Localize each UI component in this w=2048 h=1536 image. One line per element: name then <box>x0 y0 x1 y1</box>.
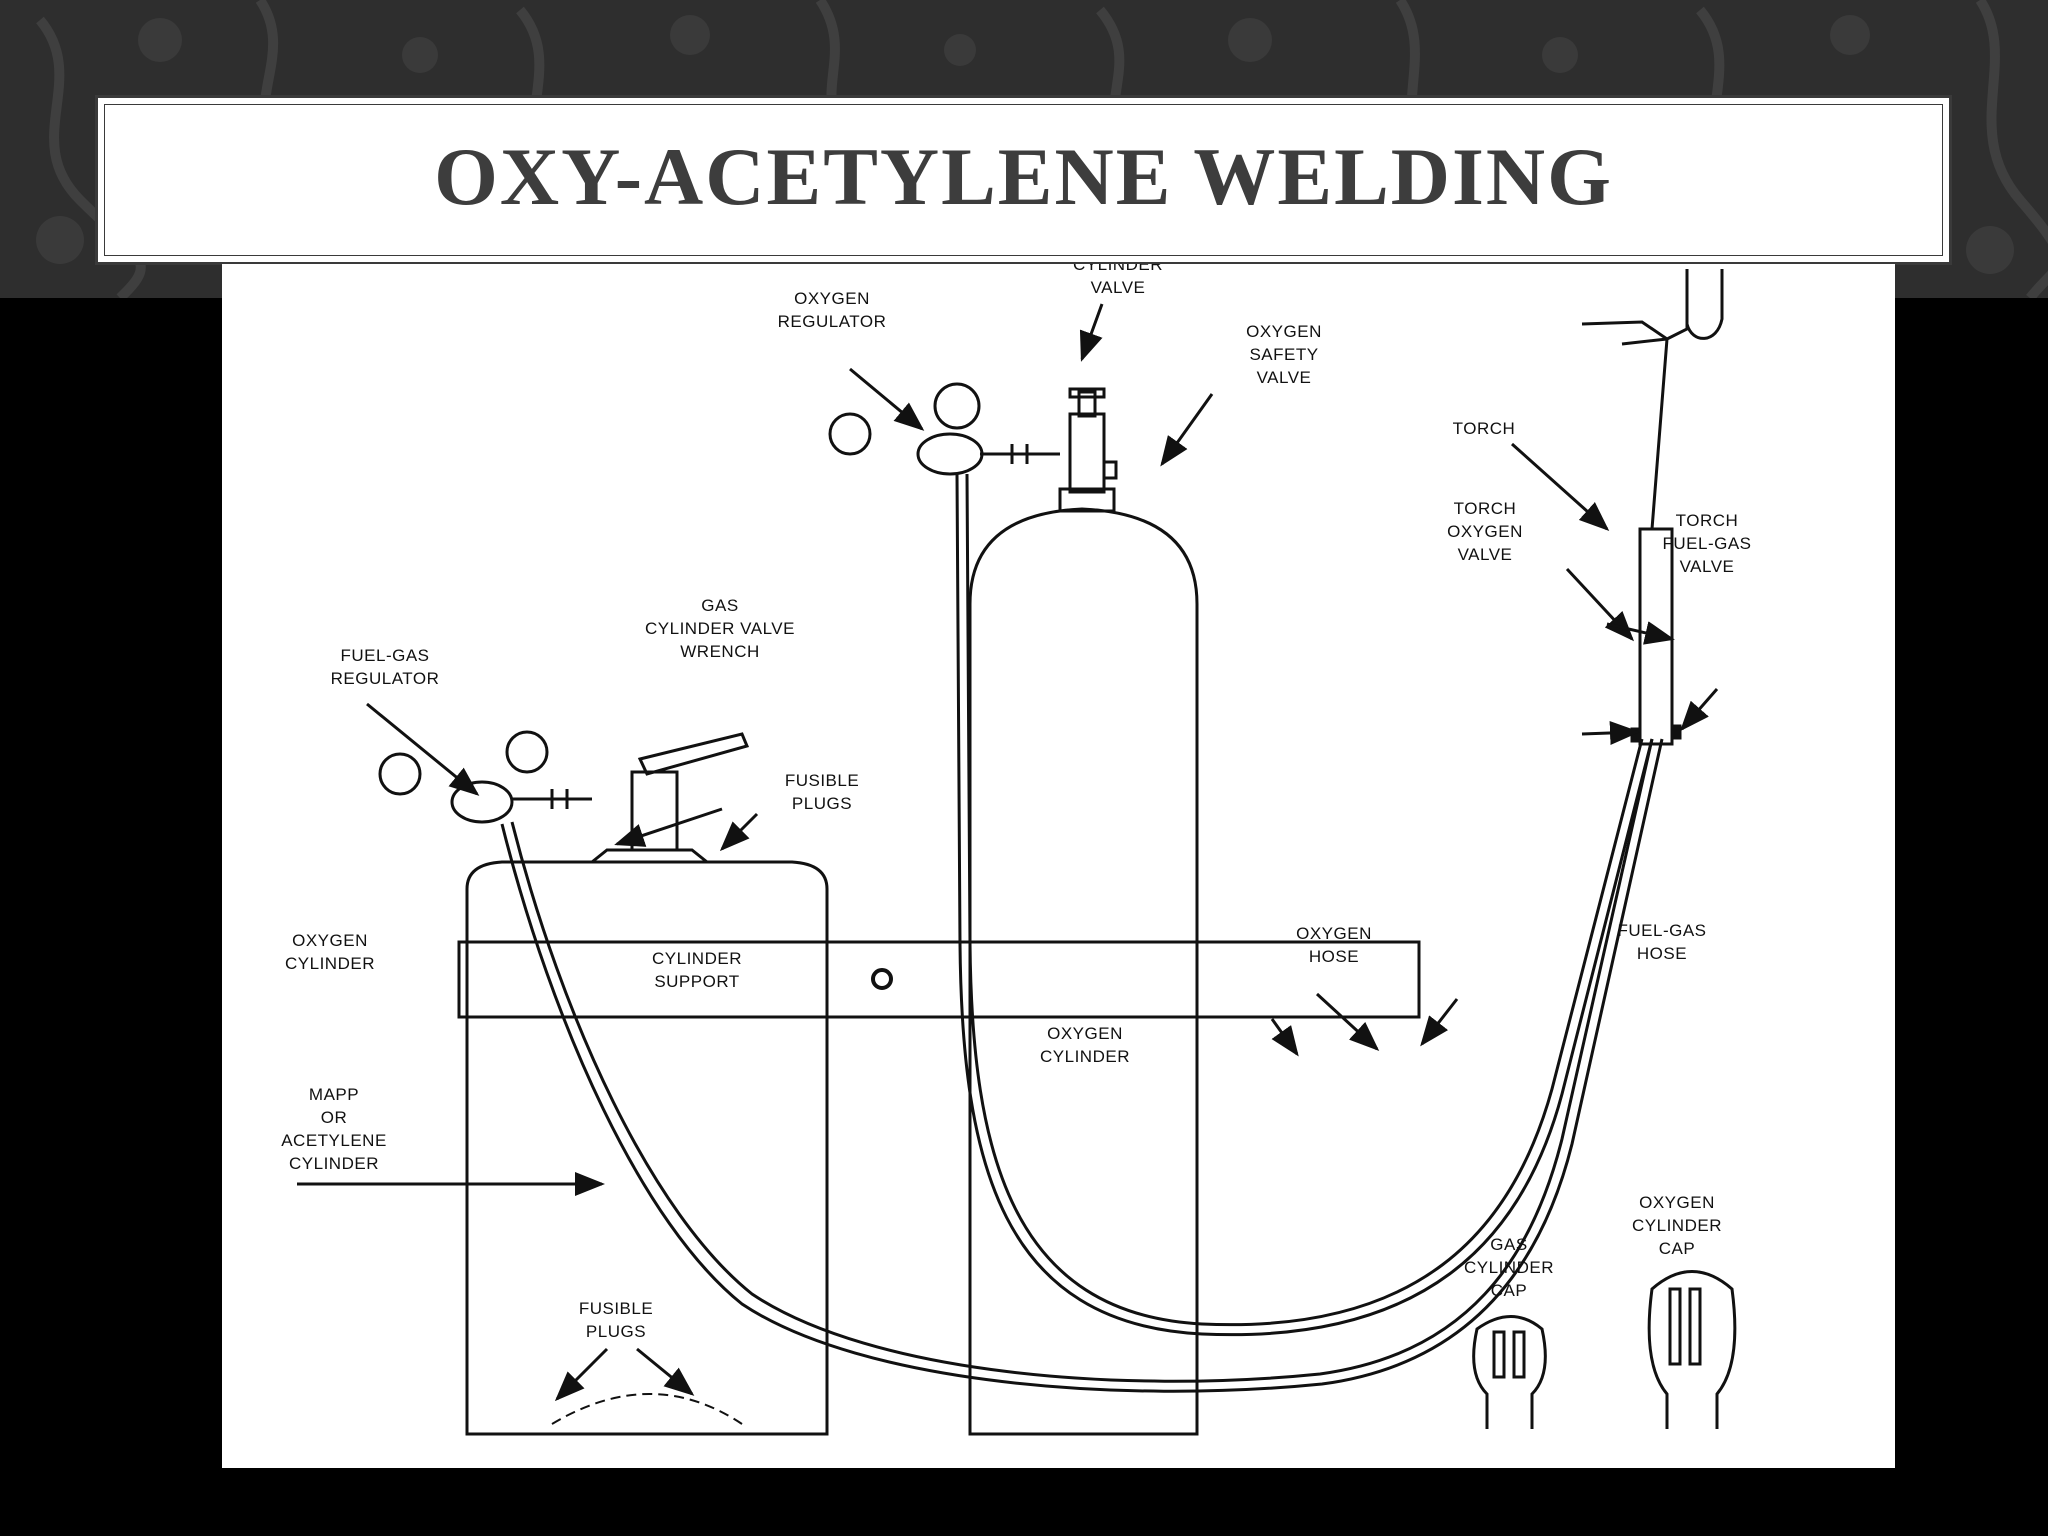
oxygen-valve-stem <box>1077 390 1097 418</box>
label-line: OXYGEN <box>794 289 870 308</box>
label-line: REGULATOR <box>331 669 440 688</box>
label-line: REGULATOR <box>778 312 887 331</box>
diagram-panel: CYLINDER VALVE OXYGEN REGULATOR OXYGEN SAFETY… <box>222 264 1895 1468</box>
welding-equipment-diagram: CYLINDER VALVE OXYGEN REGULATOR OXYGEN SAFETY… <box>281 264 1751 1436</box>
torch-fuel-valve <box>1670 724 1682 740</box>
label-oxygen-regulator: OXYGEN REGULATOR <box>778 289 887 331</box>
title-box-inner-border <box>104 104 1943 256</box>
wrench <box>637 732 750 776</box>
oxygen-cylinder-collar <box>1058 487 1116 513</box>
fuel-gauge-left <box>378 752 422 796</box>
label-line: FUSIBLE <box>785 771 859 790</box>
label-oxygen-safety-valve: OXYGEN SAFETY VALVE <box>1246 322 1322 387</box>
label-line: GAS <box>1490 1235 1527 1254</box>
label-cylinder-valve: CYLINDER VALVE <box>1073 264 1163 297</box>
label-line: CAP <box>1659 1239 1695 1258</box>
title-box: OXY-ACETYLENE WELDING <box>95 95 1952 265</box>
label-layer: CYLINDER VALVE OXYGEN REGULATOR OXYGEN SAFETY… <box>281 264 1751 1341</box>
cylinder-support-band <box>457 940 1421 1019</box>
label-line: SUPPORT <box>654 972 739 991</box>
label-line: OR <box>321 1108 348 1127</box>
slide-title: OXY-ACETYLENE WELDING <box>434 131 1613 222</box>
label-line: GAS <box>701 596 738 615</box>
label-line: CYLINDER <box>289 1154 379 1173</box>
label-line: CYLINDER VALVE <box>645 619 795 638</box>
label-line: OXYGEN <box>1447 522 1523 541</box>
label-line: OXYGEN <box>292 931 368 950</box>
fuel-gauge-right <box>505 730 549 774</box>
fuel-gas-hose <box>500 738 1664 1393</box>
label-line: SAFETY <box>1249 345 1318 364</box>
label-line: WRENCH <box>680 642 760 661</box>
label-line: VALVE <box>1458 545 1513 564</box>
label-line: CYLINDER <box>1040 1047 1130 1066</box>
label-line: FUSIBLE <box>579 1299 653 1318</box>
label-fusible-plugs-top: FUSIBLE PLUGS <box>785 771 859 813</box>
label-oxygen-cylinder-left: OXYGEN CYLINDER <box>285 931 375 973</box>
label-fusible-plugs-bottom: FUSIBLE PLUGS <box>579 1299 653 1341</box>
acetylene-cylinder-top <box>591 848 708 864</box>
oxygen-gauge-left <box>828 412 872 456</box>
support-bolt <box>871 968 893 990</box>
label-line: CYLINDER <box>285 954 375 973</box>
torch-lighter-line <box>1685 269 1724 340</box>
label-line: OXYGEN <box>1246 322 1322 341</box>
label-line: PLUGS <box>792 794 852 813</box>
oxygen-hose <box>955 473 1654 1337</box>
label-line: OXYGEN <box>1047 1024 1123 1043</box>
label-oxygen-cylinder-cap: OXYGEN CYLINDER CAP <box>1632 1193 1722 1258</box>
label-line: MAPP <box>309 1085 359 1104</box>
oxygen-cylinder <box>968 507 1199 1436</box>
oxygen-safety-valve <box>1102 460 1118 480</box>
label-line: TORCH <box>1676 511 1739 530</box>
label-line: VALVE <box>1680 557 1735 576</box>
label-torch: TORCH <box>1453 419 1516 438</box>
fuel-regulator-body <box>450 780 514 824</box>
label-fuel-gas-hose: FUEL-GAS HOSE <box>1617 921 1706 963</box>
label-line: VALVE <box>1257 368 1312 387</box>
label-line: TORCH <box>1454 499 1517 518</box>
label-gas-cylinder-valve-wrench: GAS CYLINDER VALVE WRENCH <box>645 596 795 661</box>
label-line: HOSE <box>1309 947 1359 966</box>
label-torch-oxygen-valve: TORCH OXYGEN VALVE <box>1447 499 1523 564</box>
label-line: PLUGS <box>586 1322 646 1341</box>
label-line: CYLINDER <box>652 949 742 968</box>
label-line: CYLINDER <box>1073 264 1163 274</box>
label-line: FUEL-GAS <box>1662 534 1751 553</box>
label-oxygen-cylinder-center: OXYGEN CYLINDER <box>1040 1024 1130 1066</box>
torch-tip <box>1581 269 1689 530</box>
label-oxygen-hose: OXYGEN HOSE <box>1296 924 1372 966</box>
label-line: CYLINDER <box>1632 1216 1722 1235</box>
label-line: FUEL-GAS <box>1617 921 1706 940</box>
oxygen-valve-body <box>1068 412 1106 494</box>
oxygen-cylinder-cap <box>1647 1270 1737 1429</box>
acetylene-cylinder <box>465 860 829 1436</box>
label-line: CAP <box>1491 1281 1527 1300</box>
oxygen-valve-handwheel <box>1068 387 1106 399</box>
label-mapp-acetylene-cylinder: MAPP OR ACETYLENE CYLINDER <box>281 1085 387 1173</box>
bottom-fusible-dome <box>551 1393 743 1425</box>
oxygen-regulator-body <box>916 432 984 476</box>
label-line: VALVE <box>1091 278 1146 297</box>
label-line: OXYGEN <box>1639 1193 1715 1212</box>
label-fuel-gas-regulator: FUEL-GAS REGULATOR <box>331 646 440 688</box>
label-line: FUEL-GAS <box>340 646 429 665</box>
label-line: HOSE <box>1637 944 1687 963</box>
oxygen-gauge-right <box>933 382 981 430</box>
label-cylinder-support: CYLINDER SUPPORT <box>652 949 742 991</box>
gas-cylinder-cap <box>1472 1315 1547 1429</box>
label-line: TORCH <box>1453 419 1516 438</box>
label-torch-fuel-gas-valve: TORCH FUEL-GAS VALVE <box>1662 511 1751 576</box>
label-gas-cylinder-cap: GAS CYLINDER CAP <box>1464 1235 1554 1300</box>
label-line: CYLINDER <box>1464 1258 1554 1277</box>
label-line: ACETYLENE <box>281 1131 387 1150</box>
label-line: OXYGEN <box>1296 924 1372 943</box>
